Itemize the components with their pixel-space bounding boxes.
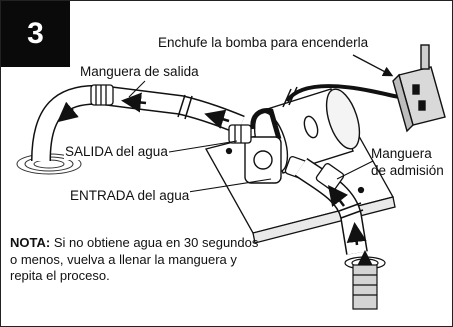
water-in-label: ENTRADA del agua bbox=[69, 188, 191, 204]
inlet-hose-label-line1: Manguera bbox=[371, 146, 432, 161]
wall-outlet bbox=[392, 44, 446, 133]
power-cord bbox=[282, 84, 402, 108]
note-body: Si no obtiene agua en 30 segundos o meno… bbox=[10, 235, 259, 283]
inlet-hose-label: Manguera de admisión bbox=[371, 145, 444, 179]
inlet-hose-coupling bbox=[315, 163, 345, 191]
outlet-hose-coupling bbox=[90, 84, 114, 106]
note-heading: NOTA: bbox=[10, 235, 51, 250]
inlet-hose-label-line2: de admisión bbox=[371, 163, 444, 178]
inlet-strainer bbox=[344, 256, 386, 310]
water-out-label: SALIDA del agua bbox=[64, 144, 169, 160]
plug-arrow bbox=[352, 54, 394, 77]
note-text: NOTA: Si no obtiene agua en 30 segundos … bbox=[10, 235, 260, 285]
pump-outlet-coupling bbox=[228, 124, 252, 144]
outlet-hose-label: Manguera de salida bbox=[80, 64, 199, 79]
step-number-badge: 3 bbox=[1, 1, 70, 67]
pump-motor bbox=[244, 88, 361, 184]
outlet-flow-arrows bbox=[57, 92, 230, 129]
plug-instruction-label: Enchufe la bomba para encenderla bbox=[158, 35, 369, 50]
